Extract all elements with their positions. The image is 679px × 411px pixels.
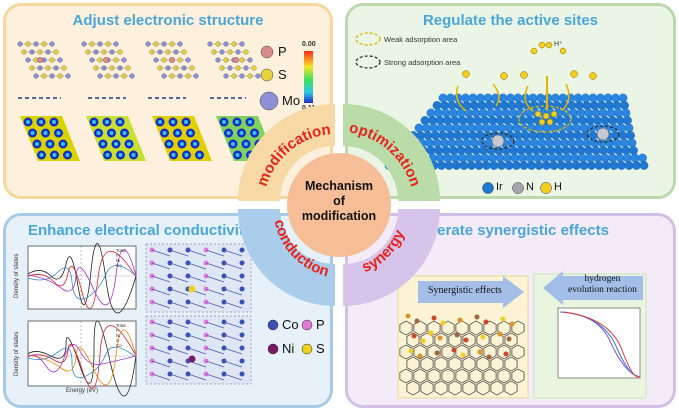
legend-label-n: N xyxy=(526,181,534,193)
weak-area-marker xyxy=(355,32,381,46)
center-title: Mechanism of modification xyxy=(301,179,377,223)
legend-label-mo: Mo xyxy=(282,93,301,108)
dos-legend-2: Total P Ni S Co xyxy=(116,323,126,348)
sector-optimization xyxy=(343,104,440,201)
legend-label-p: P xyxy=(316,317,325,332)
legend-label-s: S xyxy=(278,67,287,82)
weak-adsorption-label: Weak adsorption area xyxy=(384,35,458,44)
sector-conduction xyxy=(238,209,335,306)
legend-label-ni: Ni xyxy=(282,341,295,356)
panel-title: Enhance electrical conductivity xyxy=(28,222,253,239)
legend-label-p: P xyxy=(278,44,287,59)
her-arrow xyxy=(543,271,643,305)
legend-label-h: H xyxy=(554,181,562,193)
synergistic-effects-label: Synergistic effects xyxy=(428,285,502,296)
panel-electronic-structure: Adjust electronic structure P xyxy=(3,3,333,199)
dos-xlabel: Energy (eV) xyxy=(66,388,99,394)
legend-label-s: S xyxy=(316,341,325,356)
dos-plots-and-structure xyxy=(27,243,313,397)
panel-title: Generate synergistic effects xyxy=(408,222,609,239)
synergy-illustration xyxy=(397,271,647,399)
center-circle xyxy=(287,153,391,257)
her-label: hydrogen evolution reaction xyxy=(568,274,637,295)
legend-label-ir: Ir xyxy=(496,181,503,193)
panel-title: Adjust electronic structure xyxy=(72,12,264,29)
legend-label-co: Co xyxy=(282,317,299,332)
strong-adsorption-label: Strong adsorption area xyxy=(384,58,461,67)
synergistic-effects-arrow xyxy=(418,276,524,308)
scale-top-label: 0.00 xyxy=(302,41,316,48)
dos-legend-1: Total P Ni Co xyxy=(116,248,126,268)
strong-area-marker xyxy=(355,55,381,69)
panel-title: Regulate the active sites xyxy=(422,12,599,29)
sector-synergy xyxy=(343,209,440,306)
color-scale-bar xyxy=(304,51,313,103)
lattice-illustrations xyxy=(17,41,313,161)
h-plus-label: H⁺ xyxy=(554,41,563,48)
sector-modification xyxy=(238,104,335,201)
